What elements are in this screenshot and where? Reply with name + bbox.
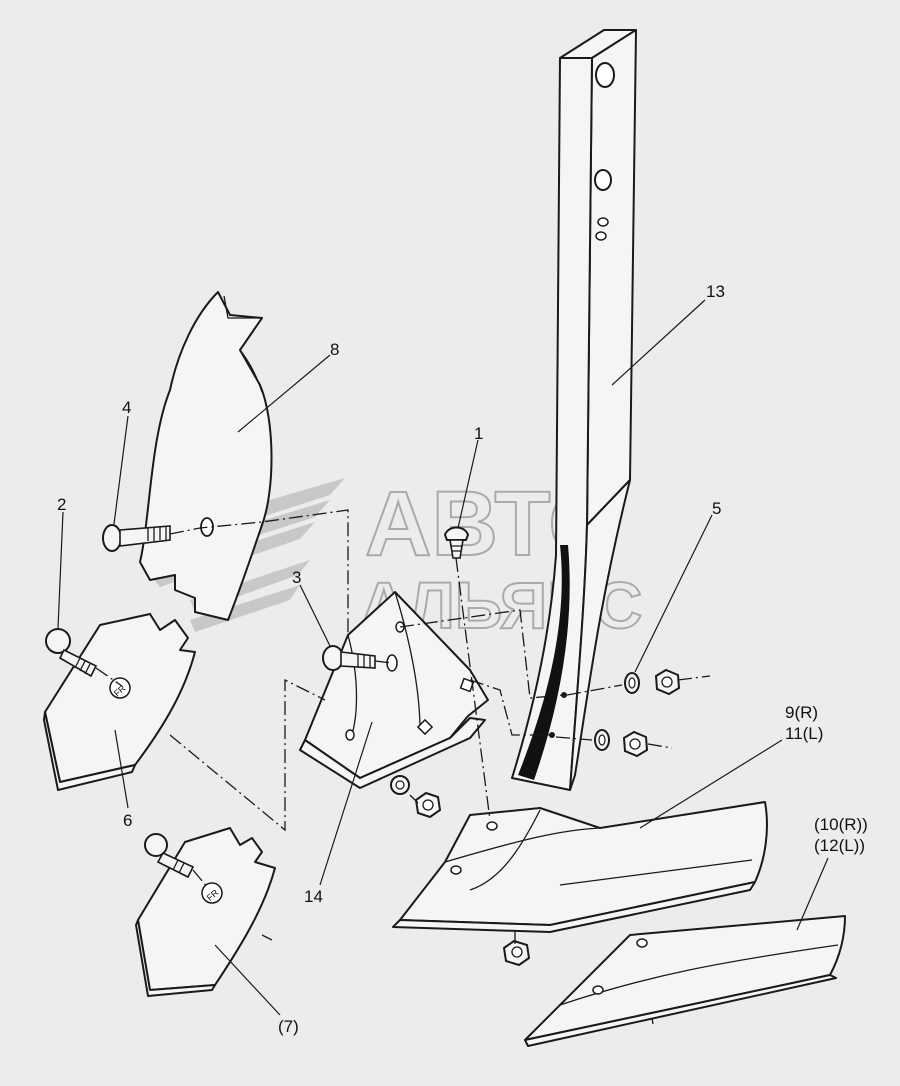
fasteners — [45, 524, 681, 967]
part-14-bracket — [299, 591, 489, 789]
part-10-12-share — [524, 915, 846, 1047]
bolt-2 — [45, 628, 98, 678]
callout-6: 6 — [123, 811, 132, 830]
bolt-3 — [322, 645, 376, 671]
callout-7: (7) — [278, 1017, 299, 1036]
assembly-lines — [95, 509, 711, 945]
callout-9: 9(R) — [785, 703, 818, 722]
leader-lines — [57, 299, 829, 1016]
point-7-bolt-hole — [201, 882, 223, 904]
washer-nut-5-upper — [624, 668, 681, 696]
part-9-11-share — [392, 801, 768, 933]
callout-10: (10(R)) — [814, 815, 868, 834]
callout-8: 8 — [330, 340, 339, 359]
bolt-1 — [443, 526, 470, 559]
shank-hole-small-2 — [595, 231, 607, 241]
bolt-7 — [144, 833, 195, 879]
part-13-shank — [511, 29, 637, 791]
shank-hole-small-1 — [597, 217, 609, 227]
bolt-4 — [102, 524, 171, 552]
callout-11: 11(L) — [785, 724, 823, 743]
shank-wear-strip — [518, 545, 570, 780]
part-8-deflector — [139, 291, 273, 621]
callout-2: 2 — [57, 495, 66, 514]
callout-4: 4 — [122, 398, 131, 417]
nut-share — [502, 939, 531, 967]
callout-13: 13 — [706, 282, 725, 301]
callout-3: 3 — [292, 568, 301, 587]
shank-hole-middle — [594, 169, 612, 191]
washer-nut-5-lower — [594, 729, 649, 758]
shank-hole-top — [595, 62, 615, 88]
callout-labels: 1 2 3 4 5 6 (7) 8 9(R) 11(L) (10(R)) (12… — [57, 282, 868, 1036]
callout-14: 14 — [304, 887, 323, 906]
callout-5: 5 — [712, 499, 721, 518]
point-bolt-hole — [109, 677, 131, 699]
part-6-point: FR — [43, 613, 196, 791]
washer-nut-bracket — [390, 775, 442, 819]
callout-12: (12(L)) — [814, 836, 865, 855]
callout-1: 1 — [474, 424, 483, 443]
